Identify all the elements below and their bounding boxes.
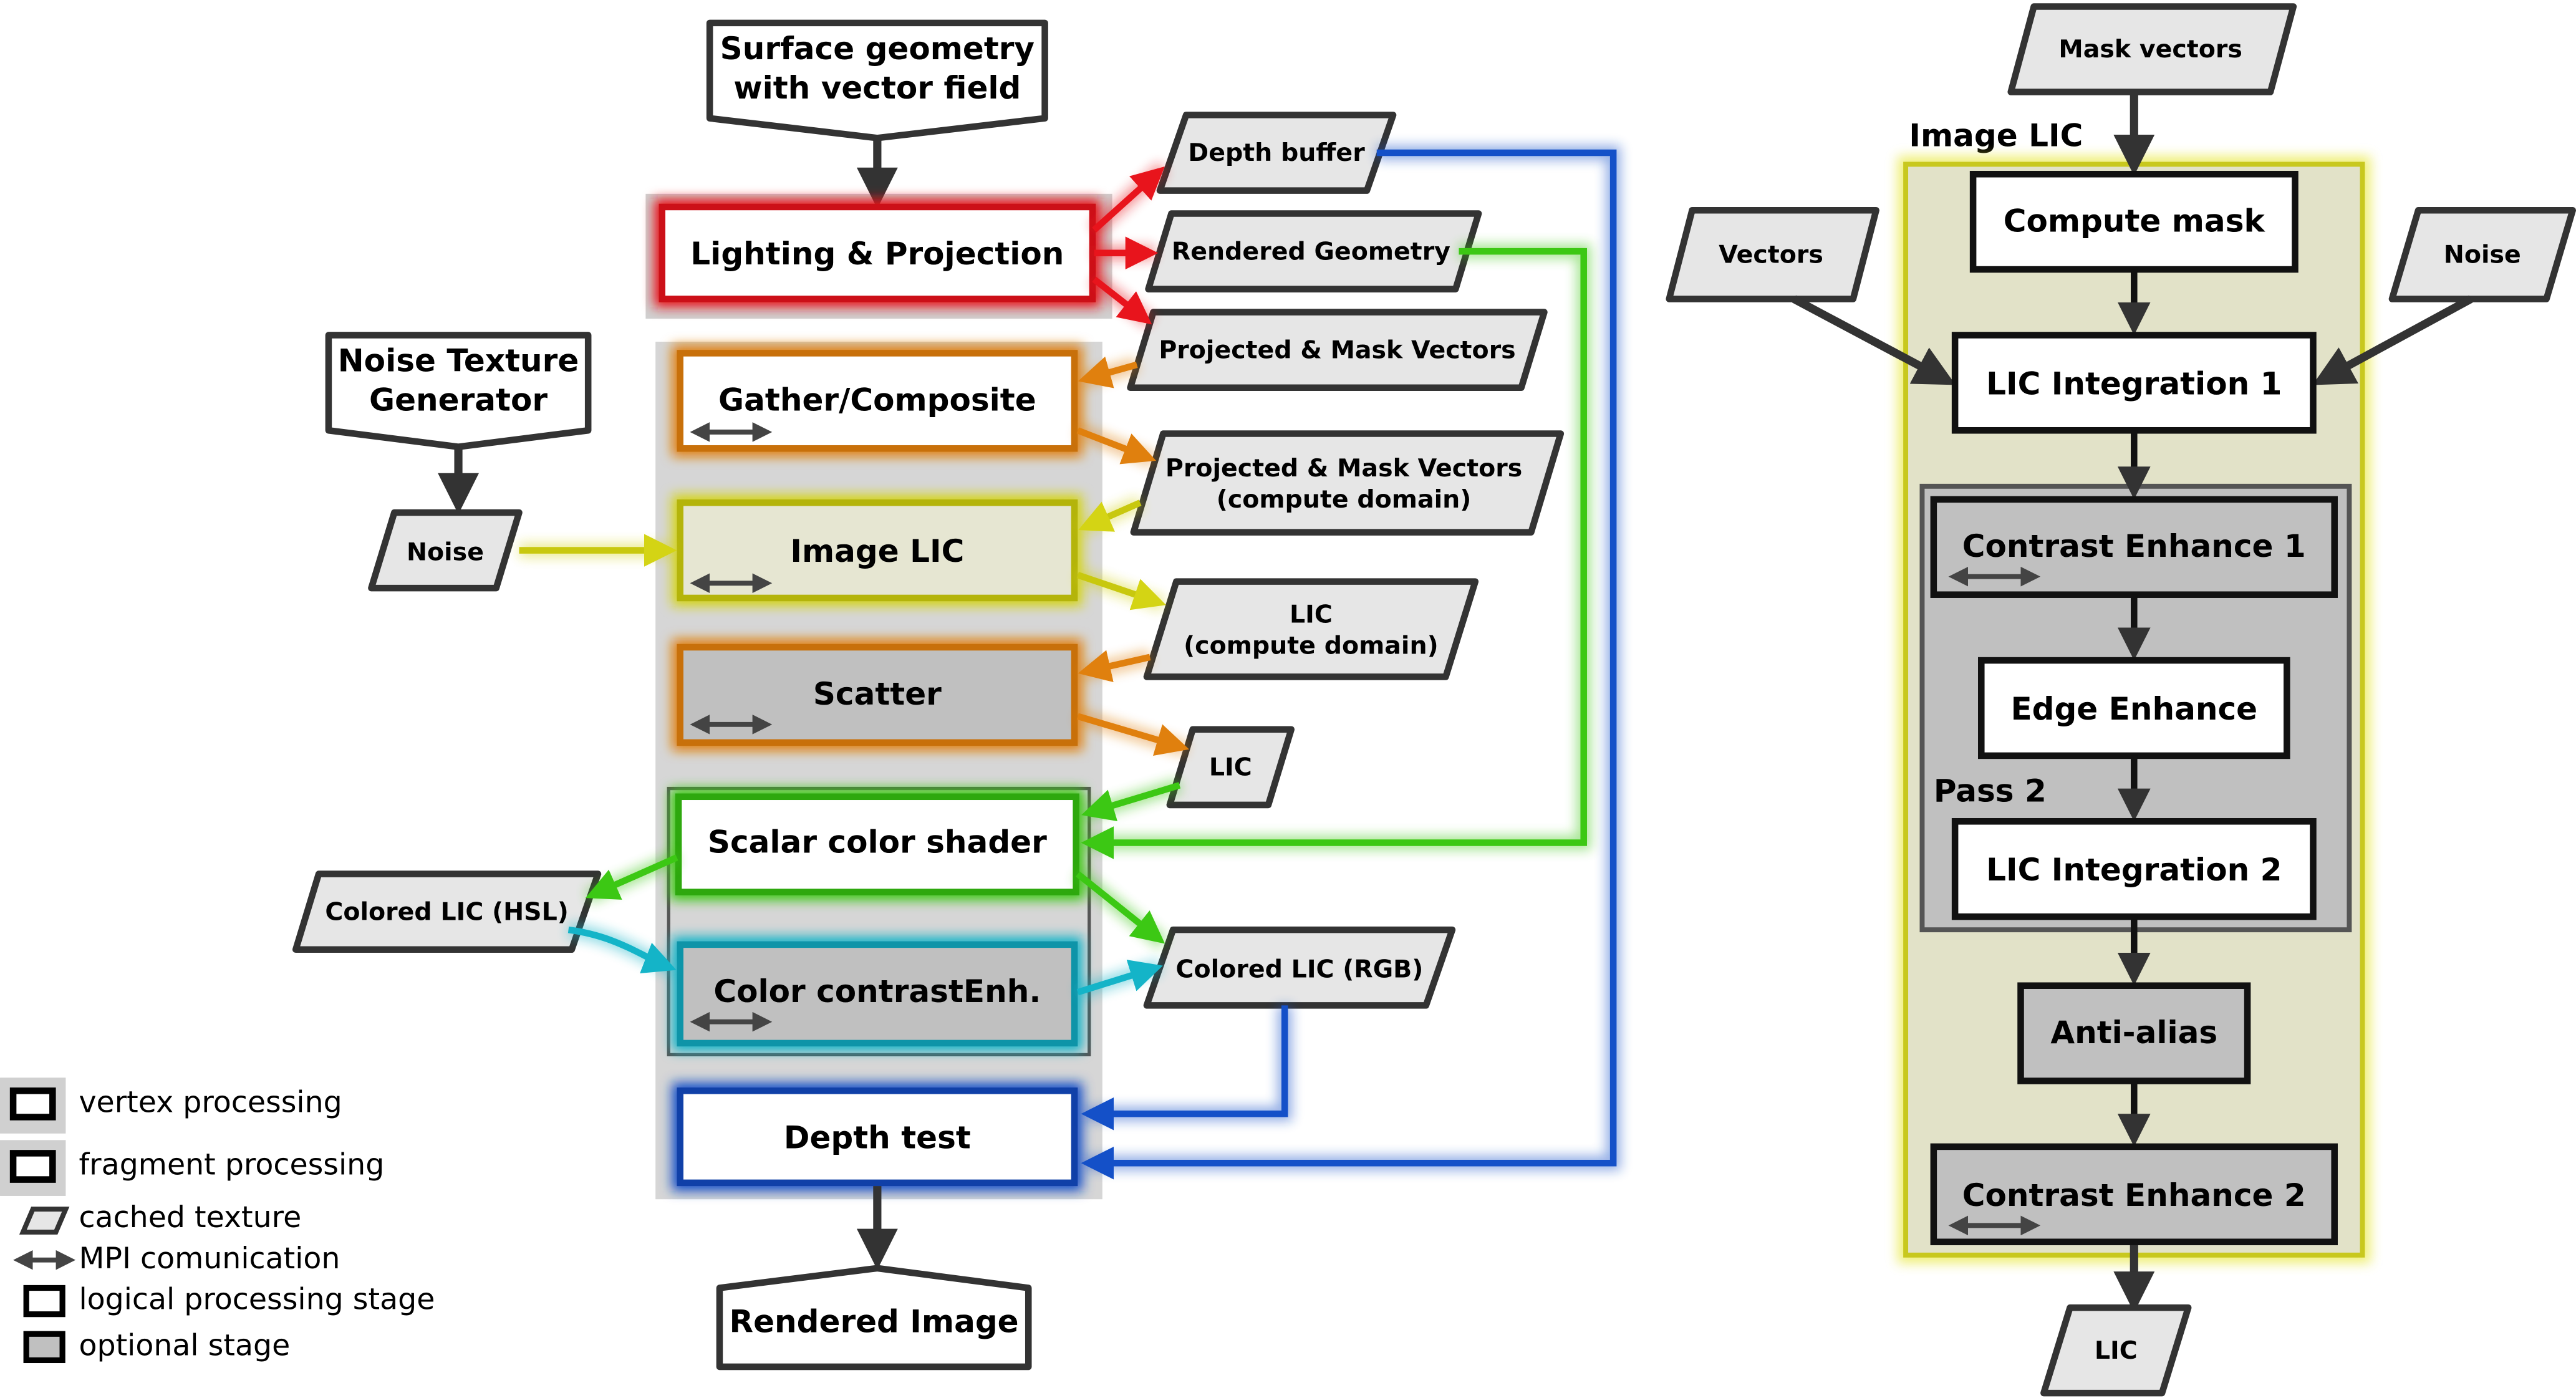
noise-input-label: Noise [2444,241,2521,269]
edge-enhance-node[interactable]: Edge Enhance [1978,657,2290,759]
legend-vertex-label: vertex processing [79,1086,342,1120]
lic-label: LIC [1209,753,1252,782]
rendered-geometry-texture[interactable]: Rendered Geometry [1145,210,1482,292]
vectors-input[interactable]: Vectors [1666,206,1879,302]
lic-cd-line-2: (compute domain) [1184,632,1439,660]
lic-integration-1-label: LIC Integration 1 [1986,365,2282,402]
scalar-color-shader-node[interactable]: Scalar color shader [670,788,1084,900]
vectors-label: Vectors [1719,241,1823,269]
lic-output-label: LIC [2095,1336,2138,1365]
arrow-noise-to-lic1 [2312,295,2473,385]
yellow-connectors [519,496,1166,612]
noise-generator-node[interactable]: Noise Texture Generator [325,332,592,450]
depth-test-node[interactable]: Depth test [672,1082,1083,1192]
lic-texture[interactable]: LIC [1166,726,1295,809]
edge-enhance-label: Edge Enhance [2010,691,2257,727]
colored-lic-hsl-texture[interactable]: Colored LIC (HSL) [292,870,602,953]
surface-geometry-line-2: with vector field [733,70,1021,106]
lic-integration-2-label: LIC Integration 2 [1986,852,2282,888]
legend-mpi: MPI comunication [13,1241,340,1276]
projected-mask-vectors-cd-line-1: Projected & Mask Vectors [1165,454,1522,483]
legend-mpi-label: MPI comunication [79,1241,340,1276]
contrast-enhance-1-label: Contrast Enhance 1 [1962,528,2306,564]
blue-connectors [1081,145,1621,1180]
cyan-connectors [567,922,1163,1000]
noise-generator-line-1: Noise Texture [338,342,579,378]
projected-mask-vectors-label: Projected & Mask Vectors [1159,335,1515,364]
compute-mask-label: Compute mask [2004,203,2266,239]
projected-mask-vectors-cd-line-2: (compute domain) [1217,485,1472,514]
color-contrast-node[interactable]: Color contrastEnh. [672,936,1083,1052]
colored-lic-rgb-texture[interactable]: Colored LIC (RGB) [1143,926,1456,1009]
red-connectors [1089,161,1169,328]
lic-integration-2-node[interactable]: LIC Integration 2 [1951,818,2317,920]
legend: vertex processing fragment processing ca… [0,1077,435,1364]
depth-buffer-label: Depth buffer [1188,138,1365,167]
compute-mask-node[interactable]: Compute mask [1969,170,2299,273]
noise-label: Noise [407,538,484,566]
mask-vectors-input[interactable]: Mask vectors [2007,3,2297,95]
legend-logical-label: logical processing stage [79,1283,435,1317]
rendered-image-node[interactable]: Rendered Image [716,1265,1032,1371]
arrow-vectors-to-lic1 [1792,295,1956,385]
lic-output[interactable]: LIC [2040,1304,2192,1397]
gather-composite-node[interactable]: Gather/Composite [672,345,1083,457]
legend-optional-label: optional stage [79,1329,290,1363]
image-lic-detail-title: Image LIC [1909,117,2083,153]
contrast-enhance-1-node[interactable]: Contrast Enhance 1 [1930,496,2338,598]
depth-buffer-texture[interactable]: Depth buffer [1156,112,1397,194]
image-lic-label: Image LIC [790,533,964,569]
anti-alias-label: Anti-alias [2050,1015,2217,1051]
color-contrast-label: Color contrastEnh. [713,973,1041,1010]
colored-lic-hsl-label: Colored LIC (HSL) [325,897,569,926]
legend-fragment-label: fragment processing [79,1148,384,1182]
projected-mask-vectors-cd-texture[interactable]: Projected & Mask Vectors (compute domain… [1130,430,1565,536]
pass-2-label: Pass 2 [1934,773,2047,809]
depth-test-label: Depth test [784,1120,971,1156]
anti-alias-node[interactable]: Anti-alias [2017,982,2251,1084]
scatter-label: Scatter [813,676,942,712]
projected-mask-vectors-texture[interactable]: Projected & Mask Vectors [1127,309,1548,392]
legend-cached: cached texture [19,1200,301,1235]
colored-lic-rgb-label: Colored LIC (RGB) [1176,955,1424,984]
green-connectors [585,244,1591,949]
lic-compute-domain-texture[interactable]: LIC (compute domain) [1143,578,1479,680]
contrast-enhance-2-node[interactable]: Contrast Enhance 2 [1930,1143,2338,1245]
lighting-projection-node[interactable]: Lighting & Projection [654,198,1101,307]
legend-logical: logical processing stage [23,1283,435,1318]
legend-cached-label: cached texture [79,1200,301,1235]
legend-vertex: vertex processing [0,1077,342,1134]
lic-integration-1-node[interactable]: LIC Integration 1 [1951,332,2317,434]
legend-fragment: fragment processing [0,1140,384,1196]
gather-composite-label: Gather/Composite [718,382,1036,418]
scatter-node[interactable]: Scatter [672,639,1083,751]
noise-generator-line-2: Generator [369,382,548,418]
noise-texture[interactable]: Noise [368,509,523,592]
rendered-geometry-label: Rendered Geometry [1172,237,1450,266]
image-lic-node[interactable]: Image LIC [672,494,1083,607]
orange-connectors [1074,356,1189,756]
legend-optional: optional stage [23,1329,290,1364]
lic-cd-line-1: LIC [1290,600,1333,629]
surface-geometry-node[interactable]: Surface geometry with vector field [706,19,1048,142]
rendered-image-label: Rendered Image [730,1304,1019,1340]
processing-group-bg [655,341,1102,1200]
contrast-enhance-2-label: Contrast Enhance 2 [1962,1177,2306,1213]
surface-geometry-line-1: Surface geometry [720,31,1035,67]
scalar-color-shader-label: Scalar color shader [708,824,1047,860]
mask-vectors-label: Mask vectors [2058,35,2242,64]
lighting-projection-label: Lighting & Projection [690,236,1064,272]
noise-input[interactable]: Noise [2388,206,2576,302]
